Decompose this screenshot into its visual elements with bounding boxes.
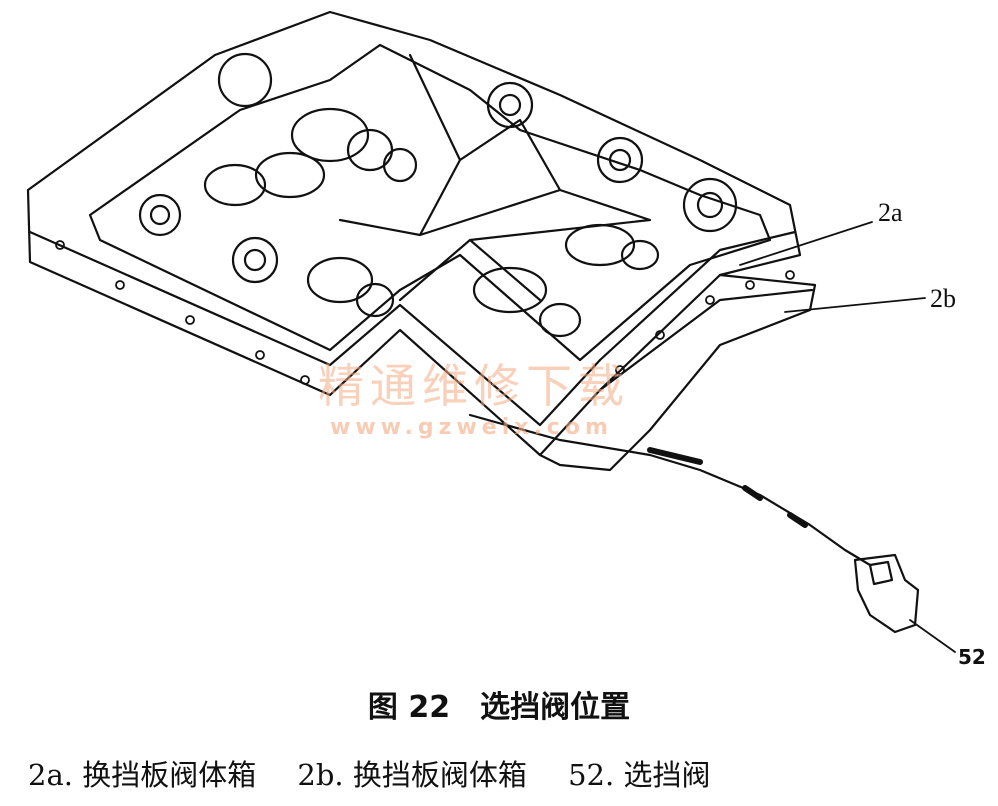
callout-52: 52: [958, 645, 986, 669]
watermark-url: www.gzweix.com: [330, 415, 613, 440]
figure-legend: 2a. 换挡板阀体箱 2b. 换挡板阀体箱 52. 选挡阀: [28, 752, 742, 794]
legend-key: 52.: [568, 758, 615, 792]
upper-plate-front: [28, 230, 797, 427]
figure-caption: 图 22 选挡阀位置: [367, 690, 631, 725]
watermark-text: 精通维修下载: [318, 359, 630, 413]
leader-2b: [784, 297, 926, 313]
upper-plate-outline: [26, 10, 802, 457]
leader-2a: [739, 221, 873, 266]
selector-valve: [853, 553, 920, 634]
bolt-holes: [55, 240, 795, 385]
wire-harness: [468, 413, 872, 567]
lattice: [338, 53, 652, 302]
callout-2b: 2b: [930, 284, 956, 313]
legend-item-2a: 2a. 换挡板阀体箱: [28, 758, 265, 792]
legend-item-2b: 2b. 换挡板阀体箱: [297, 758, 536, 792]
legend-text: 换挡板阀体箱: [352, 758, 527, 792]
boss-group: [138, 52, 738, 284]
legend-key: 2b.: [297, 758, 344, 792]
valve-body-drawing: [26, 10, 956, 653]
legend-item-52: 52. 选挡阀: [568, 758, 710, 792]
solenoid-group: [203, 107, 660, 338]
callout-2a: 2a: [878, 198, 903, 227]
legend-text: 换挡板阀体箱: [82, 758, 257, 792]
lower-plate-outline: [538, 273, 817, 472]
legend-text: 选挡阀: [623, 758, 711, 792]
leader-52: [909, 619, 956, 653]
lower-plate-front: [598, 288, 814, 392]
legend-key: 2a.: [28, 758, 73, 792]
